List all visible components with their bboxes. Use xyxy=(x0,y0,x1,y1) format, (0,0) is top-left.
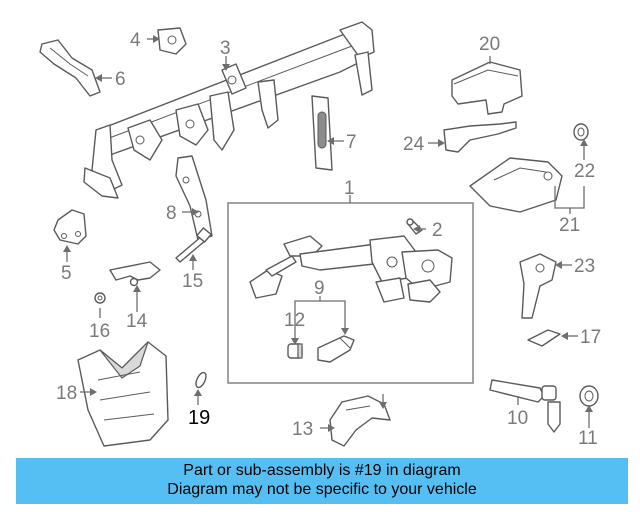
callout-11: 11 xyxy=(578,428,598,449)
part-9-shaft xyxy=(317,335,355,363)
callout-4: 4 xyxy=(130,30,141,51)
part-3-cross-car-beam xyxy=(83,21,375,199)
callout-24: 24 xyxy=(403,134,425,155)
part-6-bracket xyxy=(39,39,101,97)
callout-6: 6 xyxy=(115,69,126,90)
callout-10: 10 xyxy=(507,408,528,429)
callout-15: 15 xyxy=(182,271,203,292)
callout-3: 3 xyxy=(220,38,231,59)
part-8-bracket xyxy=(175,155,213,241)
callout-20: 20 xyxy=(479,34,500,55)
part-19-o-ring xyxy=(195,371,207,389)
part-7-plate xyxy=(311,95,333,171)
banner-line-disclaimer: Diagram may not be specific to your vehi… xyxy=(167,481,477,498)
part-15-bolt xyxy=(175,227,212,263)
part-14-lever xyxy=(109,261,161,287)
callout-5: 5 xyxy=(61,263,72,284)
callout-8: 8 xyxy=(166,203,177,224)
part-24-switch xyxy=(443,121,517,153)
info-banner: Part or sub-assembly is #19 in diagram D… xyxy=(16,458,628,504)
part-11-washer xyxy=(579,385,599,407)
part-13-bracket xyxy=(329,395,391,447)
part-10-lock-cylinder xyxy=(489,379,561,433)
callout-22: 22 xyxy=(574,161,595,182)
part-4-clip xyxy=(157,27,187,55)
callout-14: 14 xyxy=(126,311,148,332)
part-22-grommet xyxy=(573,123,589,141)
callout-21: 21 xyxy=(559,215,580,236)
banner-line-part-number: Part or sub-assembly is #19 in diagram xyxy=(183,462,461,479)
part-21-lower-cover xyxy=(469,157,563,213)
parts-diagram: 1 2 3 4 5 6 7 8 9 10 11 12 13 14 15 16 1… xyxy=(39,21,601,449)
callout-12: 12 xyxy=(284,310,305,331)
part-16-nut xyxy=(94,292,106,304)
callout-1: 1 xyxy=(344,178,355,199)
callout-13: 13 xyxy=(292,419,313,440)
callout-23: 23 xyxy=(574,256,595,277)
callout-7: 7 xyxy=(346,132,357,153)
part-20-upper-cover xyxy=(451,61,523,115)
part-12-bushing xyxy=(287,343,303,359)
callout-9: 9 xyxy=(314,278,325,299)
leader-lines xyxy=(63,35,593,432)
part-17-plate xyxy=(527,329,561,347)
part-1-steering-column xyxy=(249,235,453,303)
callout-16: 16 xyxy=(89,321,110,342)
callout-2: 2 xyxy=(432,220,443,241)
part-5-bracket xyxy=(53,209,87,245)
part-18-knee-bolster xyxy=(77,341,169,447)
callout-17: 17 xyxy=(580,327,601,348)
callout-19-highlighted: 19 xyxy=(188,407,210,429)
callouts: 1 2 3 4 5 6 7 8 9 10 11 12 13 14 15 16 1… xyxy=(56,30,601,449)
callout-18: 18 xyxy=(56,383,77,404)
part-23-lever xyxy=(519,253,557,319)
